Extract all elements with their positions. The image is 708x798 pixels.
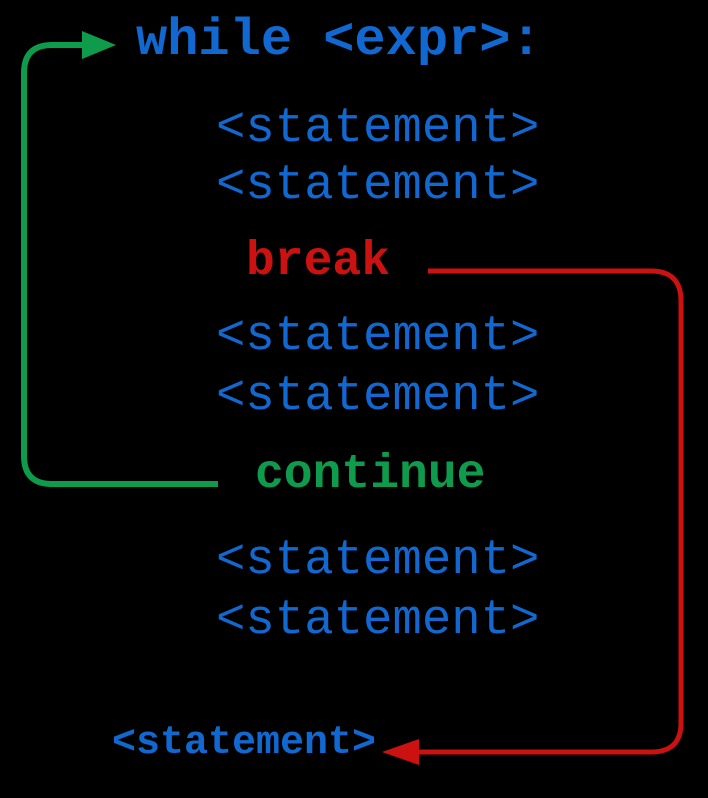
statement-line: <statement> (216, 592, 540, 648)
statement-line: <statement> (216, 100, 540, 156)
green-loop-back-line (21, 42, 218, 487)
statement-line: <statement> (216, 157, 540, 213)
while-header-line: while <expr>: (136, 11, 542, 70)
statement-line: <statement> (216, 368, 540, 424)
statement-line: <statement> (216, 308, 540, 364)
green-arrowhead-icon (82, 31, 116, 59)
green-loop-back-arrow (21, 31, 218, 487)
red-break-out-arrow (382, 268, 684, 765)
statement-line: <statement> (216, 532, 540, 588)
red-break-out-line (416, 268, 684, 755)
break-keyword: break (246, 235, 391, 289)
exit-statement-line: <statement> (112, 721, 377, 766)
continue-keyword: continue (255, 448, 486, 502)
red-arrowhead-icon (382, 739, 419, 765)
